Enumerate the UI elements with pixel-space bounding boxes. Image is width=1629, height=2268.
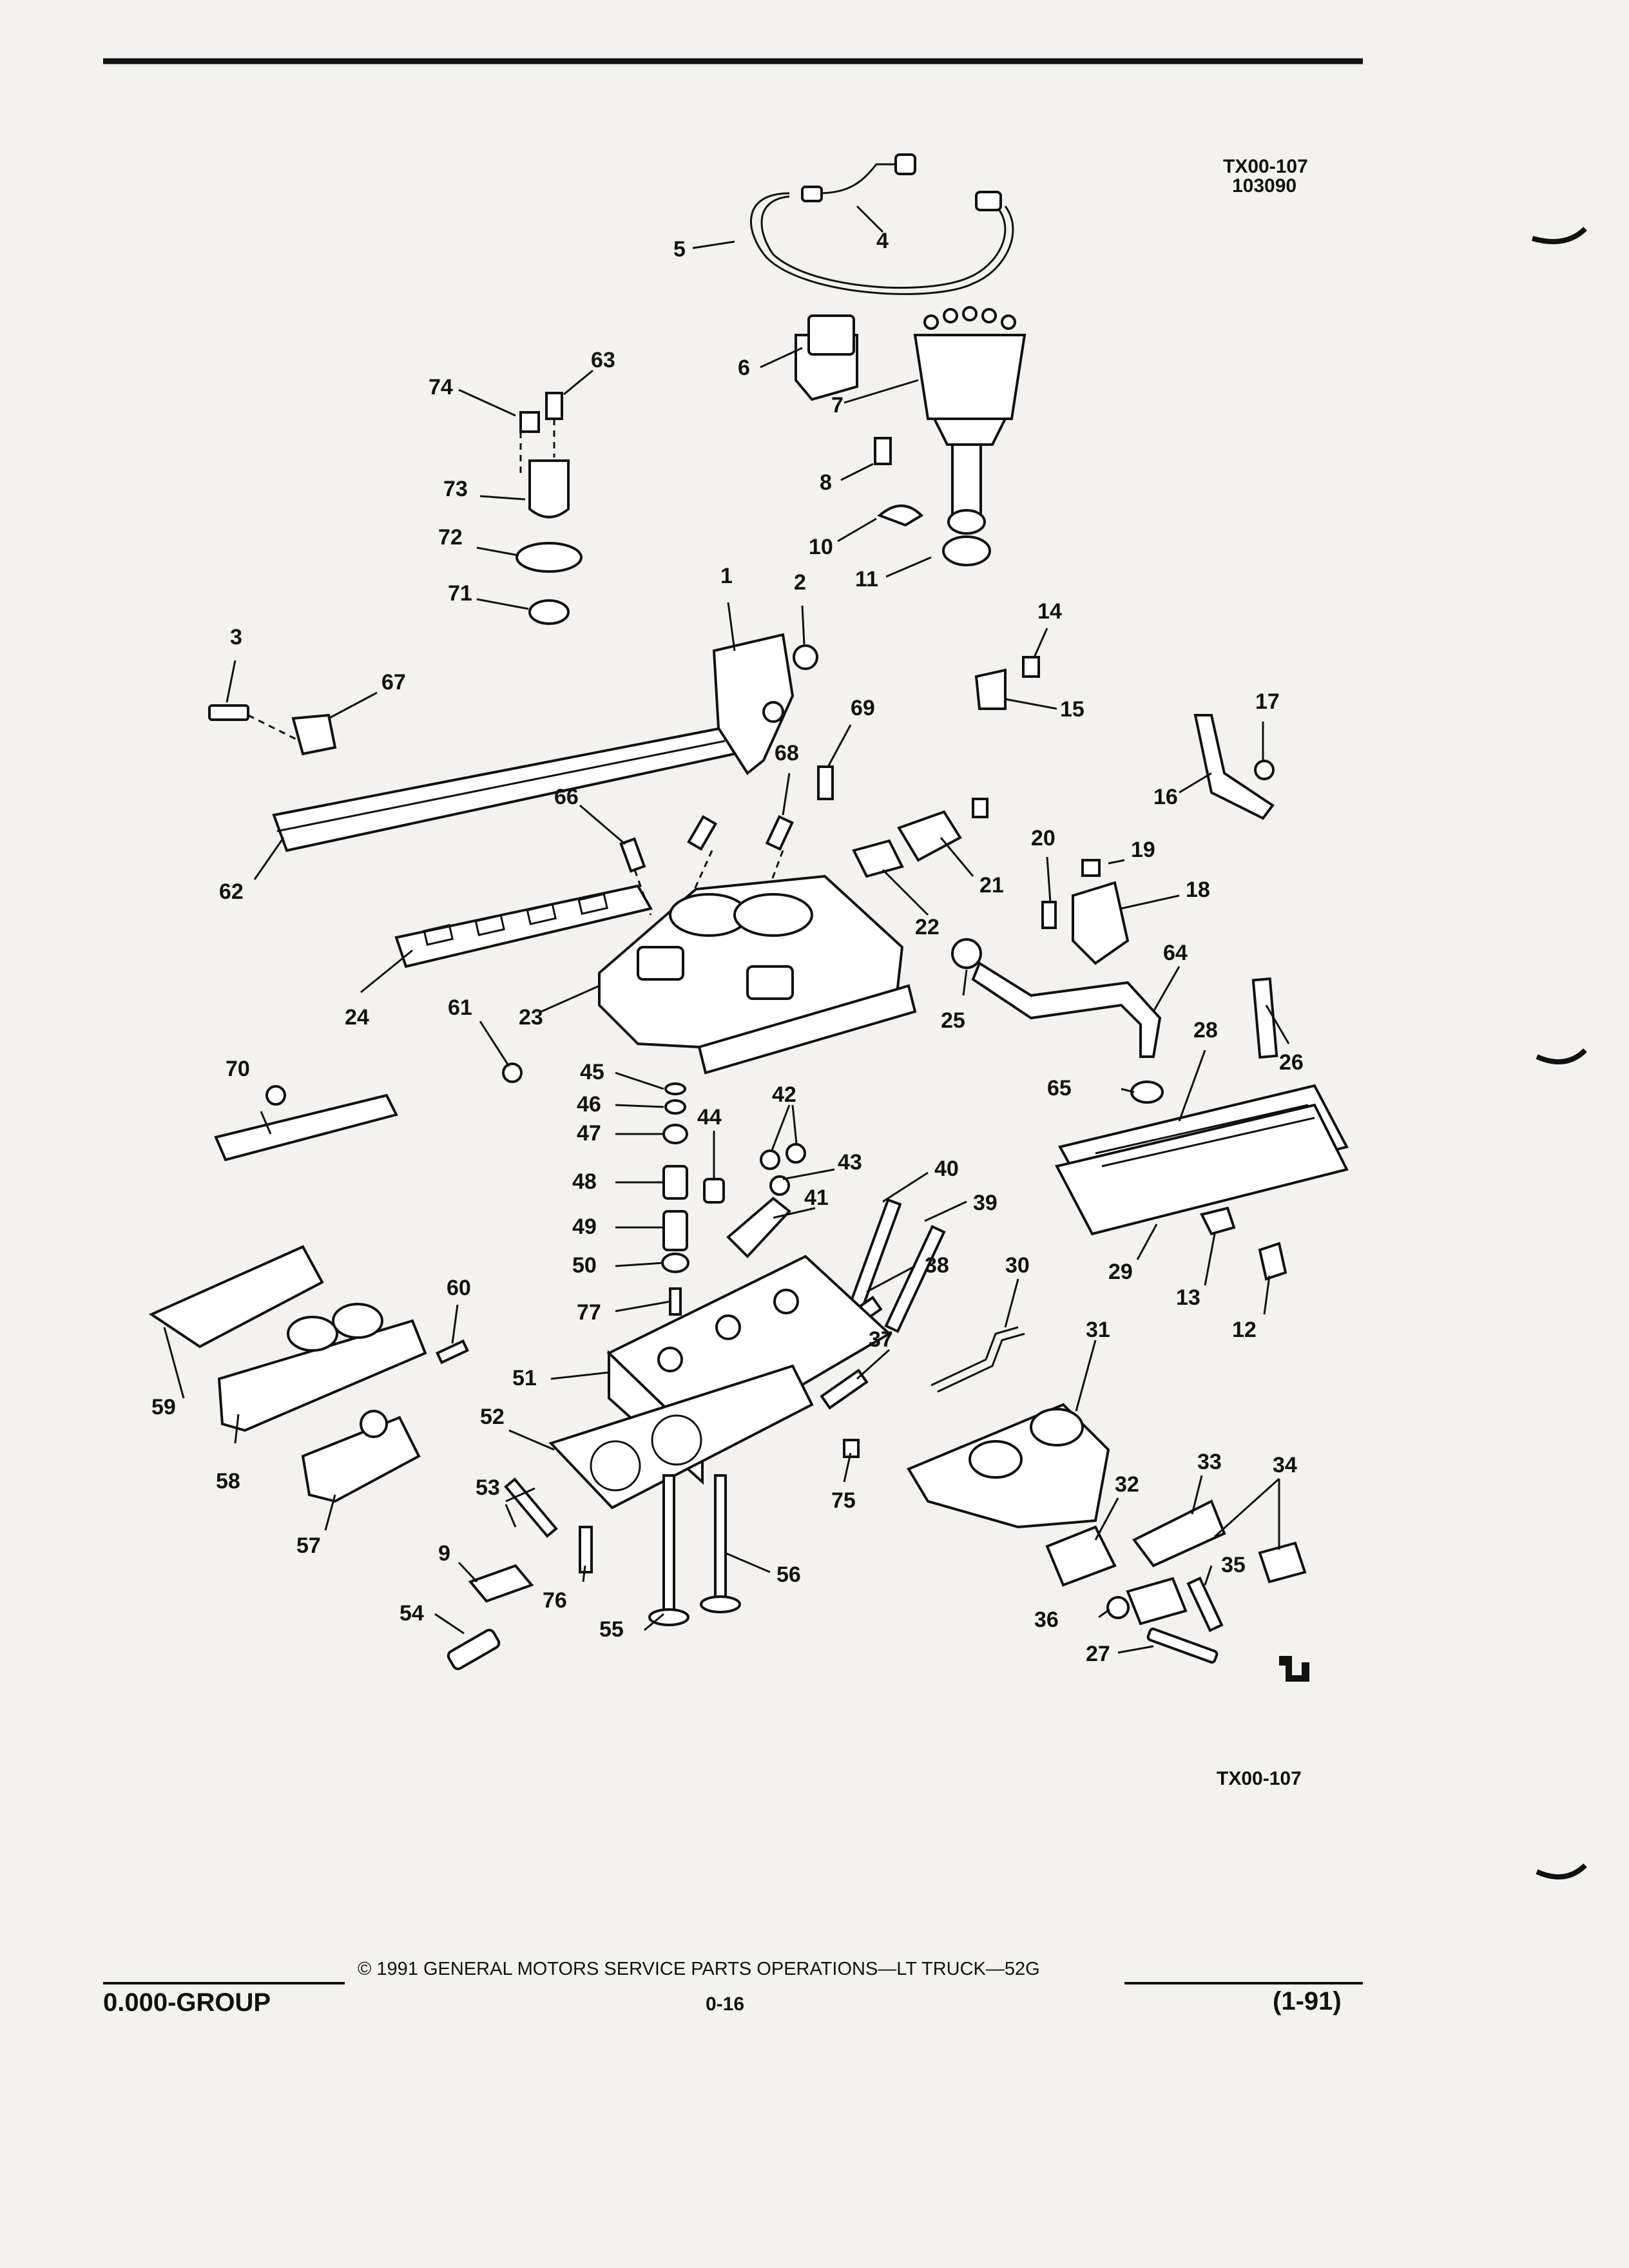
- callout-13: 13: [1176, 1285, 1200, 1310]
- callout-68: 68: [775, 741, 799, 765]
- callout-50: 50: [572, 1253, 597, 1278]
- gm-logo: [1279, 1656, 1309, 1682]
- footer-page-number: 0-16: [706, 1994, 745, 2015]
- callout-56: 56: [776, 1562, 801, 1587]
- callout-51: 51: [512, 1366, 537, 1390]
- callout-74: 74: [429, 375, 453, 399]
- callout-53: 53: [476, 1475, 500, 1500]
- callout-32: 32: [1115, 1472, 1139, 1497]
- callout-44: 44: [697, 1105, 722, 1129]
- callout-1: 1: [720, 564, 733, 588]
- callout-36: 36: [1034, 1608, 1059, 1632]
- callout-39: 39: [973, 1191, 998, 1215]
- callout-9: 9: [438, 1541, 450, 1566]
- callout-4: 4: [876, 229, 889, 253]
- callout-60: 60: [447, 1276, 471, 1300]
- callout-38: 38: [925, 1253, 949, 1278]
- callout-54: 54: [400, 1601, 424, 1626]
- callout-labels: 1 2 3 4 5 6 7 8 9 10 11 12 13 14 15 16 1…: [151, 229, 1304, 1666]
- callout-29: 29: [1108, 1260, 1133, 1284]
- callout-77: 77: [577, 1300, 601, 1325]
- callout-45: 45: [580, 1060, 604, 1084]
- callout-14: 14: [1037, 599, 1062, 624]
- callout-17: 17: [1255, 689, 1280, 714]
- callout-62: 62: [219, 879, 244, 904]
- callout-31: 31: [1086, 1318, 1110, 1342]
- callout-76: 76: [543, 1588, 567, 1613]
- leader-lines: [163, 205, 1290, 1654]
- footer-group: 0.000-GROUP: [103, 1988, 271, 2017]
- callout-22: 22: [915, 915, 940, 939]
- callout-70: 70: [226, 1057, 250, 1081]
- callout-72: 72: [438, 525, 463, 550]
- callout-25: 25: [941, 1008, 965, 1033]
- callout-23: 23: [519, 1005, 543, 1030]
- callout-3: 3: [230, 625, 242, 649]
- callout-15: 15: [1060, 697, 1084, 722]
- callout-46: 46: [577, 1092, 601, 1117]
- callout-49: 49: [572, 1215, 597, 1239]
- callout-37: 37: [869, 1327, 893, 1352]
- callout-27: 27: [1086, 1642, 1110, 1666]
- header-ref-code: TX00-107: [1223, 156, 1308, 177]
- callout-75: 75: [831, 1488, 856, 1513]
- callout-61: 61: [448, 995, 472, 1020]
- callout-26: 26: [1279, 1050, 1304, 1075]
- callout-42: 42: [772, 1082, 796, 1107]
- callout-12: 12: [1232, 1318, 1257, 1342]
- callout-64: 64: [1163, 941, 1188, 965]
- footer-date: (1-91): [1273, 1987, 1342, 2015]
- callout-19: 19: [1131, 838, 1155, 862]
- callout-40: 40: [934, 1157, 959, 1181]
- edge-mark: [1536, 1048, 1587, 1064]
- callout-48: 48: [572, 1169, 597, 1194]
- callout-28: 28: [1193, 1018, 1218, 1043]
- callout-58: 58: [216, 1469, 240, 1494]
- callout-65: 65: [1047, 1076, 1072, 1100]
- footer-ref-code: TX00-107: [1217, 1768, 1302, 1789]
- callout-66: 66: [554, 785, 579, 809]
- callout-16: 16: [1153, 785, 1178, 809]
- callout-10: 10: [809, 535, 833, 559]
- callout-7: 7: [831, 393, 843, 418]
- callout-2: 2: [794, 570, 806, 595]
- callout-34: 34: [1273, 1453, 1297, 1477]
- callout-71: 71: [448, 581, 472, 606]
- callout-30: 30: [1005, 1253, 1030, 1278]
- callout-5: 5: [673, 237, 686, 262]
- callout-6: 6: [738, 356, 750, 380]
- callout-8: 8: [820, 470, 832, 495]
- edge-mark: [1531, 227, 1587, 244]
- callout-33: 33: [1197, 1450, 1222, 1474]
- callout-20: 20: [1031, 826, 1055, 850]
- callout-57: 57: [296, 1533, 321, 1558]
- callout-21: 21: [979, 873, 1004, 898]
- header-ref-number: 103090: [1232, 175, 1296, 197]
- callout-52: 52: [480, 1405, 505, 1429]
- callout-69: 69: [851, 696, 875, 720]
- callout-11: 11: [855, 567, 878, 591]
- callout-67: 67: [381, 670, 406, 695]
- callout-47: 47: [577, 1121, 601, 1146]
- callout-24: 24: [345, 1005, 369, 1030]
- parts-artwork: [148, 153, 1349, 1671]
- callout-59: 59: [151, 1395, 176, 1419]
- edge-mark: [1536, 1863, 1587, 1879]
- callout-43: 43: [838, 1150, 862, 1175]
- footer-copyright: © 1991 GENERAL MOTORS SERVICE PARTS OPER…: [358, 1959, 1040, 1979]
- callout-18: 18: [1186, 878, 1210, 902]
- callout-63: 63: [591, 348, 615, 372]
- callout-73: 73: [443, 477, 468, 501]
- callout-55: 55: [599, 1617, 624, 1642]
- callout-35: 35: [1221, 1553, 1246, 1577]
- callout-41: 41: [804, 1186, 829, 1210]
